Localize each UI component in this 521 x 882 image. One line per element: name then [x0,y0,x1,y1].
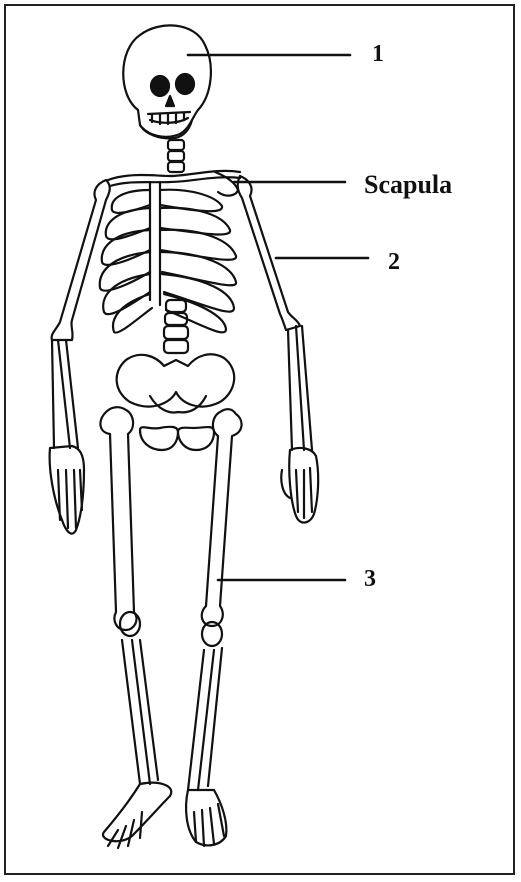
label-2: 2 [388,250,400,274]
label-3: 3 [364,567,376,591]
right-arm [50,180,110,534]
skull [123,25,211,138]
leader-lines [188,55,368,580]
spine [164,140,188,353]
left-arm [238,176,318,523]
label-scapula: Scapula [364,172,452,198]
legs [100,407,241,848]
rib-cage [100,182,236,333]
label-1: 1 [372,42,384,66]
